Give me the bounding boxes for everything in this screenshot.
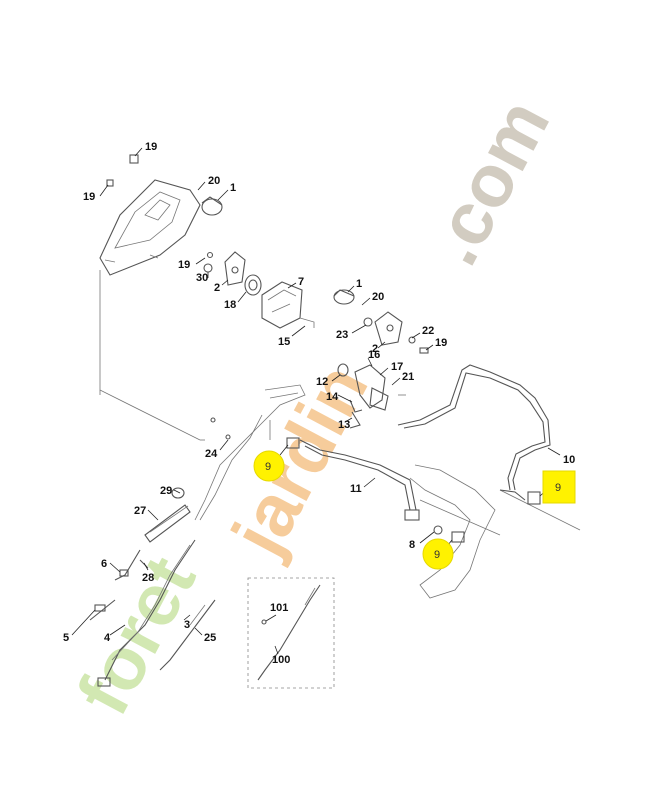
callout-19: 19 — [145, 141, 157, 153]
callout-23: 23 — [336, 329, 348, 341]
callout-19: 19 — [435, 337, 447, 349]
lever-assembly — [337, 363, 406, 429]
spring-27 — [144, 504, 191, 543]
callout-1: 1 — [356, 278, 362, 290]
watermark-part3: .com — [411, 86, 565, 277]
watermark-part2: jardin — [215, 351, 384, 570]
callout-20: 20 — [372, 291, 384, 303]
handle-bar-main — [194, 384, 496, 599]
callout-20: 20 — [208, 175, 220, 187]
callout-13: 13 — [338, 419, 350, 431]
callout-1: 1 — [230, 182, 236, 194]
knob-1-upper — [201, 196, 223, 216]
cable-end-29 — [171, 487, 185, 499]
highlight-label-9: 9 — [555, 482, 561, 494]
construction-lines — [99, 270, 581, 536]
callout-3: 3 — [184, 619, 190, 631]
callout-10: 10 — [563, 454, 575, 466]
bracket-assembly-2 — [203, 251, 246, 286]
callout-29: 29 — [160, 485, 172, 497]
callout-14: 14 — [326, 391, 339, 403]
callout-6: 6 — [101, 558, 107, 570]
clip-9-parts — [286, 437, 541, 543]
callout-30: 30 — [196, 272, 208, 284]
callout-2: 2 — [214, 282, 220, 294]
highlight-marker-3[interactable]: 9 — [542, 470, 576, 504]
knob-1-lower — [333, 289, 355, 305]
bolt-19-left — [106, 179, 114, 187]
callout-101: 101 — [270, 602, 288, 614]
callout-4: 4 — [104, 632, 111, 644]
highlight-label-9: 9 — [265, 461, 271, 473]
callout-2: 2 — [372, 343, 378, 355]
callout-8: 8 — [409, 539, 415, 551]
callout-19: 19 — [83, 191, 95, 203]
bolt-24 — [210, 417, 231, 440]
callout-27: 27 — [134, 505, 146, 517]
highlight-marker-1[interactable]: 9 — [253, 450, 285, 482]
callout-12: 12 — [316, 376, 328, 388]
callout-28: 28 — [142, 572, 154, 584]
callout-100: 100 — [272, 654, 290, 666]
callout-5: 5 — [63, 632, 69, 644]
bolt-19-top — [129, 154, 139, 164]
control-box-housing — [99, 179, 201, 276]
lever-housing-7 — [261, 281, 315, 329]
callout-7: 7 — [298, 276, 304, 288]
callout-labels: 19 19 20 1 19 30 2 18 7 15 1 20 23 22 2 … — [63, 141, 575, 666]
callout-21: 21 — [402, 371, 414, 383]
callout-16: 16 — [368, 349, 380, 361]
lower-handle-11 — [299, 439, 420, 521]
highlight-label-9: 9 — [434, 549, 440, 561]
watermark: foret jardin .com — [61, 86, 565, 727]
callout-25: 25 — [204, 632, 216, 644]
callout-11: 11 — [350, 483, 362, 495]
cables — [89, 539, 216, 687]
upper-handle-10 — [397, 364, 551, 501]
callout-22: 22 — [422, 325, 434, 337]
callout-18: 18 — [224, 299, 236, 311]
callout-15: 15 — [278, 336, 290, 348]
callout-19: 19 — [178, 259, 190, 271]
bracket-assembly-2-right — [363, 311, 429, 354]
callout-17: 17 — [391, 361, 403, 373]
gear-18 — [244, 274, 262, 296]
highlight-marker-2[interactable]: 9 — [422, 538, 454, 570]
callout-24: 24 — [205, 448, 218, 460]
detail-box-100-101 — [247, 577, 335, 689]
